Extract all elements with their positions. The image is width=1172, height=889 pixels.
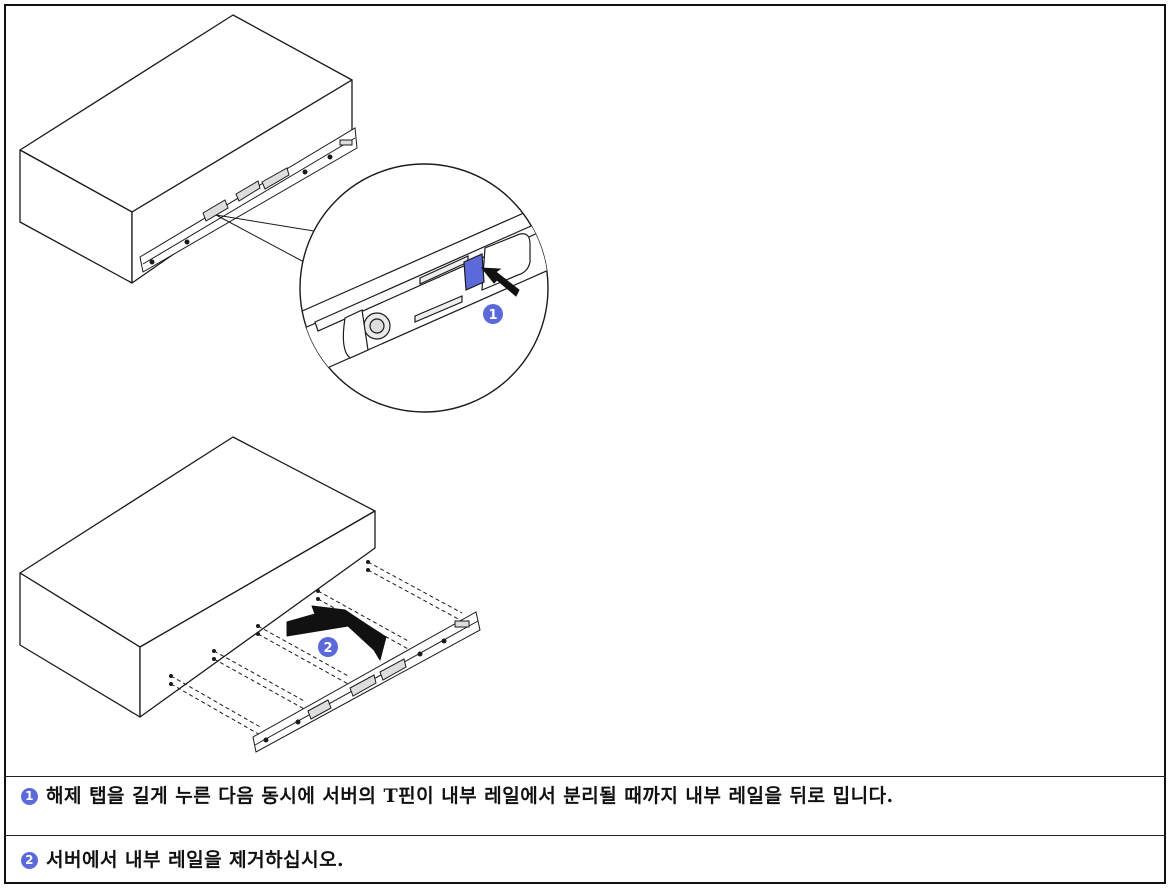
step-row-2: 2 서버에서 내부 레일을 제거하십시오.: [4, 835, 1166, 884]
inner-rail-detached: [252, 611, 481, 753]
step-1-badge: 1: [21, 788, 38, 805]
server-bottom: [19, 436, 376, 718]
magnifier-leader: [215, 214, 321, 263]
step-row-1: 1 해제 탭을 길게 누른 다음 동시에 서버의 T핀이 내부 레일에서 분리될 …: [4, 776, 1166, 834]
step-1: 1 해제 탭을 길게 누른 다음 동시에 서버의 T핀이 내부 레일에서 분리될 …: [21, 783, 1141, 810]
callout-2: 2: [318, 637, 338, 657]
alignment-dashes: [170, 561, 463, 737]
inner-rail-attached: [139, 127, 358, 273]
callout-1-label: 1: [488, 308, 497, 323]
step-2-badge: 2: [21, 852, 38, 869]
pull-arrow: [286, 605, 387, 661]
step-2-text: 서버에서 내부 레일을 제거하십시오.: [46, 849, 345, 871]
step-2: 2 서버에서 내부 레일을 제거하십시오.: [21, 847, 344, 874]
callout-2-label: 2: [323, 641, 332, 656]
step-1-text: 해제 탭을 길게 누른 다음 동시에 서버의 T핀이 내부 레일에서 분리될 때…: [46, 785, 894, 807]
figure-frame: [4, 4, 1166, 884]
procedure-illustration: 1 2: [19, 14, 549, 753]
magnifier: 1: [299, 163, 549, 413]
